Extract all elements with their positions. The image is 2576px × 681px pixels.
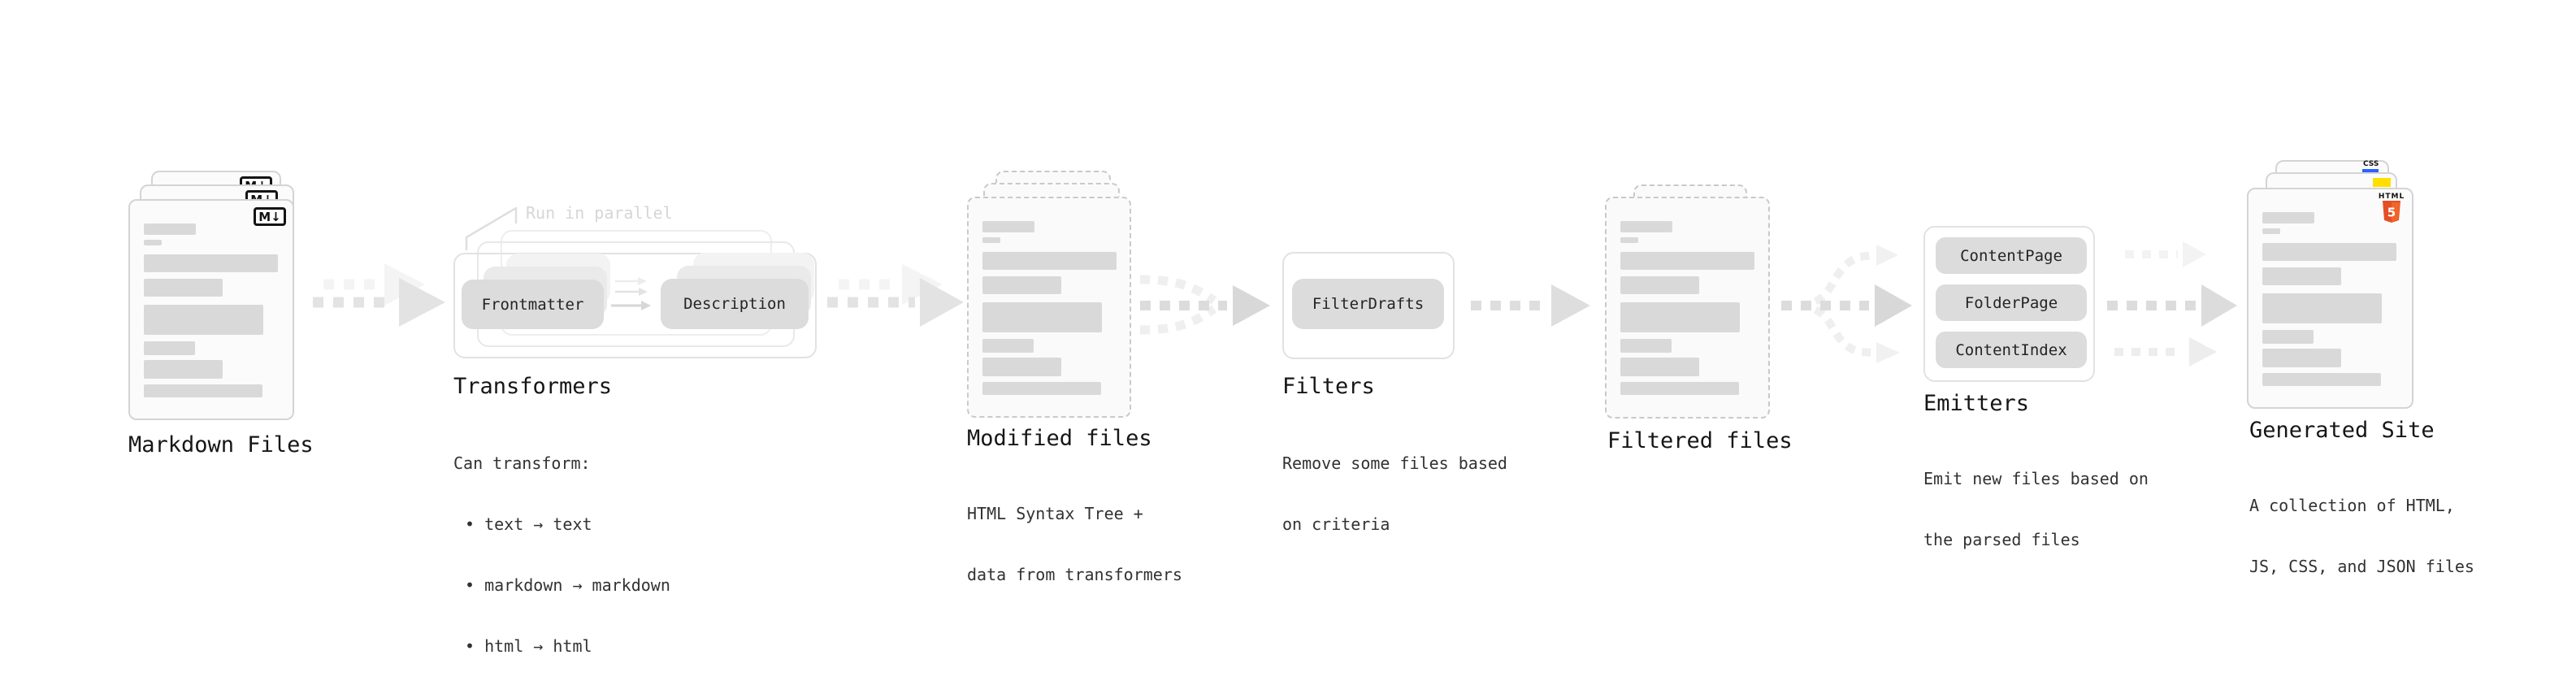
transformers-description: Can transform: • text → text • markdown … bbox=[453, 413, 670, 681]
modified-desc-line: HTML Syntax Tree + bbox=[967, 504, 1143, 523]
arrows-emitters-to-generated bbox=[2107, 241, 2237, 367]
page-placeholder-lines bbox=[144, 223, 278, 397]
transformers-frame-front bbox=[453, 253, 817, 358]
arrow-filtered-to-emitters-split bbox=[1781, 245, 1912, 363]
arrow-modified-to-filters-merge bbox=[1139, 275, 1270, 335]
annotation-leader-line bbox=[465, 206, 518, 251]
parallel-transform-arrows-icon bbox=[611, 277, 651, 310]
modified-desc-line: data from transformers bbox=[967, 565, 1182, 584]
description-chip: Description bbox=[661, 279, 809, 329]
stage-title-modified-files: Modified files bbox=[967, 426, 1152, 451]
emitters-desc-line: the parsed files bbox=[1923, 530, 2080, 549]
transform-list-item: • markdown → markdown bbox=[465, 575, 670, 595]
generated-desc-line: A collection of HTML, bbox=[2249, 496, 2455, 515]
emitters-frame bbox=[1923, 226, 2095, 382]
emitters-description: Emit new files based on the parsed files bbox=[1923, 428, 2149, 591]
filtered-page-front bbox=[1605, 197, 1770, 419]
stage-title-filters: Filters bbox=[1282, 374, 1375, 399]
stage-title-filtered-files: Filtered files bbox=[1607, 428, 1793, 453]
stage-title-transformers: Transformers bbox=[453, 374, 613, 399]
stage-title-markdown-files: Markdown Files bbox=[128, 432, 314, 458]
filters-description: Remove some files based on criteria bbox=[1282, 413, 1507, 575]
generated-desc-line: JS, CSS, and JSON files bbox=[2249, 557, 2474, 576]
markdown-icon: M↓ bbox=[254, 207, 286, 226]
stage-title-generated-site: Generated Site bbox=[2249, 418, 2435, 443]
generated-page-front bbox=[2247, 188, 2413, 409]
emitters-desc-line: Emit new files based on bbox=[1923, 469, 2149, 488]
page-placeholder-lines bbox=[2262, 212, 2396, 386]
run-in-parallel-annotation: Run in parallel bbox=[526, 203, 673, 223]
transform-list-item: • html → html bbox=[465, 636, 592, 656]
html5-icon-label: HTML bbox=[2378, 193, 2405, 201]
page-placeholder-lines bbox=[1620, 221, 1754, 395]
arrow-transformers-to-modified bbox=[827, 264, 964, 327]
page-placeholder-lines bbox=[982, 221, 1117, 395]
frontmatter-chip: Frontmatter bbox=[462, 280, 604, 329]
html5-icon: HTML 5 bbox=[2379, 193, 2404, 223]
contentpage-chip: ContentPage bbox=[1936, 237, 2087, 274]
html5-shield-icon: 5 bbox=[2383, 201, 2400, 223]
modified-description: HTML Syntax Tree + data from transformer… bbox=[967, 463, 1182, 626]
arrow-filters-to-filtered bbox=[1471, 284, 1590, 327]
modified-page-front bbox=[967, 197, 1131, 418]
css-icon: CSS bbox=[2363, 160, 2379, 168]
svg-text:5: 5 bbox=[2387, 206, 2396, 220]
filters-desc-line: on criteria bbox=[1282, 514, 1390, 534]
folderpage-chip: FolderPage bbox=[1936, 284, 2087, 321]
filterdrafts-chip: FilterDrafts bbox=[1292, 279, 1444, 329]
css-icon bbox=[2362, 169, 2379, 172]
arrow-markdown-to-transformers bbox=[313, 263, 445, 327]
generated-description: A collection of HTML, JS, CSS, and JSON … bbox=[2249, 455, 2474, 618]
markdown-page-front bbox=[128, 199, 294, 420]
transformers-desc-intro: Can transform: bbox=[453, 453, 591, 473]
filters-frame bbox=[1282, 252, 1455, 359]
contentindex-chip: ContentIndex bbox=[1936, 332, 2087, 368]
javascript-icon bbox=[2373, 178, 2391, 187]
filters-desc-line: Remove some files based bbox=[1282, 453, 1507, 473]
stage-title-emitters: Emitters bbox=[1923, 391, 2030, 416]
transform-list-item: • text → text bbox=[465, 514, 592, 534]
